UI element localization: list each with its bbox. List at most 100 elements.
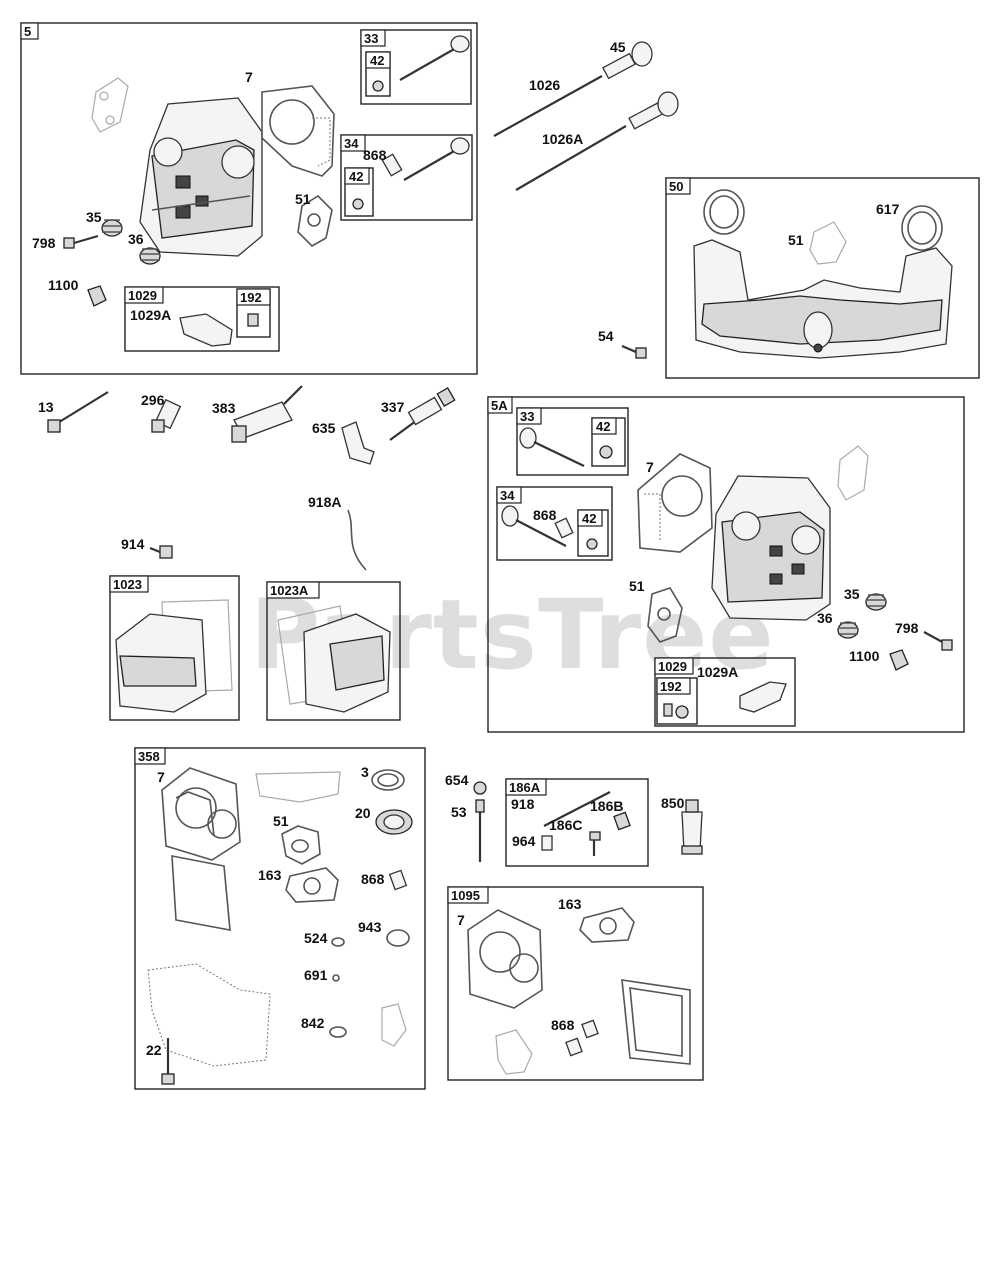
svg-text:192: 192 (660, 679, 682, 694)
label-7: 7 (245, 69, 253, 85)
label-20: 20 (355, 805, 371, 821)
section-1023-tag: 1023 (113, 577, 142, 592)
seal-3-part (371, 769, 405, 791)
subkit-1029: 1029 192 (124, 286, 280, 352)
section-5A: 5A 33 42 34 42 (487, 396, 965, 733)
subkit-33: 33 42 (360, 29, 472, 105)
sealant-850-part (681, 799, 703, 855)
oring-842-part (329, 1026, 347, 1038)
label-1026A: 1026A (542, 131, 583, 147)
label-51: 51 (273, 813, 289, 829)
svg-text:192: 192 (240, 290, 262, 305)
label-36: 36 (128, 231, 144, 247)
label-7: 7 (646, 459, 654, 475)
label-1026: 1026 (529, 77, 560, 93)
svg-text:42: 42 (596, 419, 610, 434)
cylinder-head-part (139, 97, 263, 257)
label-1100: 1100 (849, 648, 880, 664)
head-gasket-part (161, 767, 241, 861)
retainer-part (87, 285, 107, 307)
misc-parts-row: 13 296 383 337 635 918A 914 (38, 385, 456, 571)
fitting-296-part (151, 398, 182, 433)
label-296: 296 (141, 392, 165, 408)
oring-943-part (386, 929, 410, 947)
oring-524-part (331, 937, 345, 947)
svg-text:42: 42 (370, 53, 384, 68)
svg-text:34: 34 (500, 488, 515, 503)
section-50-tag: 50 (669, 179, 683, 194)
bolt-22-part (161, 1038, 175, 1085)
gasket-51-part (281, 825, 321, 865)
label-964: 964 (512, 833, 536, 849)
oring-691-part (332, 974, 340, 982)
label-691: 691 (304, 967, 328, 983)
section-358: 358 7 3 (134, 747, 426, 1090)
label-45: 45 (610, 39, 626, 55)
label-186B: 186B (590, 798, 623, 814)
label-635: 635 (312, 420, 336, 436)
bolt-part (923, 631, 953, 651)
label-7: 7 (457, 912, 465, 928)
bolt-part (63, 234, 99, 249)
section-186A-tag: 186A (509, 780, 541, 795)
label-36: 36 (817, 610, 833, 626)
label-798: 798 (895, 620, 919, 636)
valve-spring-part (101, 219, 161, 265)
breather-383-part (231, 385, 303, 443)
label-798: 798 (32, 235, 56, 251)
hose-918A-part (347, 509, 367, 571)
fitting-186C-part (589, 831, 601, 856)
svg-text:42: 42 (349, 169, 363, 184)
head-gasket-part (467, 909, 543, 1009)
label-163: 163 (258, 867, 282, 883)
gasket-163-part (579, 907, 635, 943)
section-5-tag: 5 (24, 24, 31, 39)
label-22: 22 (146, 1042, 162, 1058)
valve-cover-part (303, 613, 391, 713)
section-5: 5 (20, 22, 478, 375)
misc-parts-lower: 654 53 850 (445, 772, 703, 862)
label-868: 868 (361, 871, 385, 887)
svg-text:42: 42 (582, 511, 596, 526)
label-918A: 918A (308, 494, 341, 510)
label-337: 337 (381, 399, 405, 415)
label-1029A: 1029A (697, 664, 738, 680)
label-918: 918 (511, 796, 535, 812)
head-gasket-part (637, 453, 713, 553)
push-rod-group: 45 1026 1026A 54 (493, 39, 679, 359)
label-383: 383 (212, 400, 236, 416)
valve-cover-part (115, 613, 207, 713)
label-868: 868 (363, 147, 387, 163)
head-gasket-part (261, 85, 335, 177)
exhaust-gasket-part (647, 587, 683, 643)
label-163: 163 (558, 896, 582, 912)
svg-text:34: 34 (344, 136, 359, 151)
plug-964-part (541, 835, 553, 851)
subkit-1029: 1029 192 (654, 657, 796, 727)
label-617: 617 (876, 201, 900, 217)
fitting-186B-part (613, 811, 631, 831)
section-50: 50 51 617 (665, 177, 980, 379)
dipstick-tube-53-part (475, 799, 485, 862)
label-3: 3 (361, 764, 369, 780)
label-13: 13 (38, 399, 54, 415)
retainer-part (889, 649, 909, 671)
section-1023: 1023 (109, 575, 240, 721)
exhaust-valve-part (602, 41, 653, 80)
seal-20-part (375, 809, 413, 835)
label-1100: 1100 (48, 277, 79, 293)
svg-text:1029: 1029 (128, 288, 157, 303)
nut-654-part (473, 781, 487, 795)
label-35: 35 (86, 209, 102, 225)
bolt-13-part (47, 391, 109, 433)
bolt-914-part (149, 545, 173, 559)
section-5A-tag: 5A (491, 398, 508, 413)
section-1095: 1095 7 163 868 (447, 886, 704, 1081)
seal-868-part (581, 1019, 599, 1039)
label-524: 524 (304, 930, 328, 946)
label-850: 850 (661, 795, 685, 811)
label-868: 868 (533, 507, 557, 523)
section-186A: 186A 918 186B 186C 964 (505, 778, 649, 867)
subkit-34: 34 42 (340, 134, 473, 221)
